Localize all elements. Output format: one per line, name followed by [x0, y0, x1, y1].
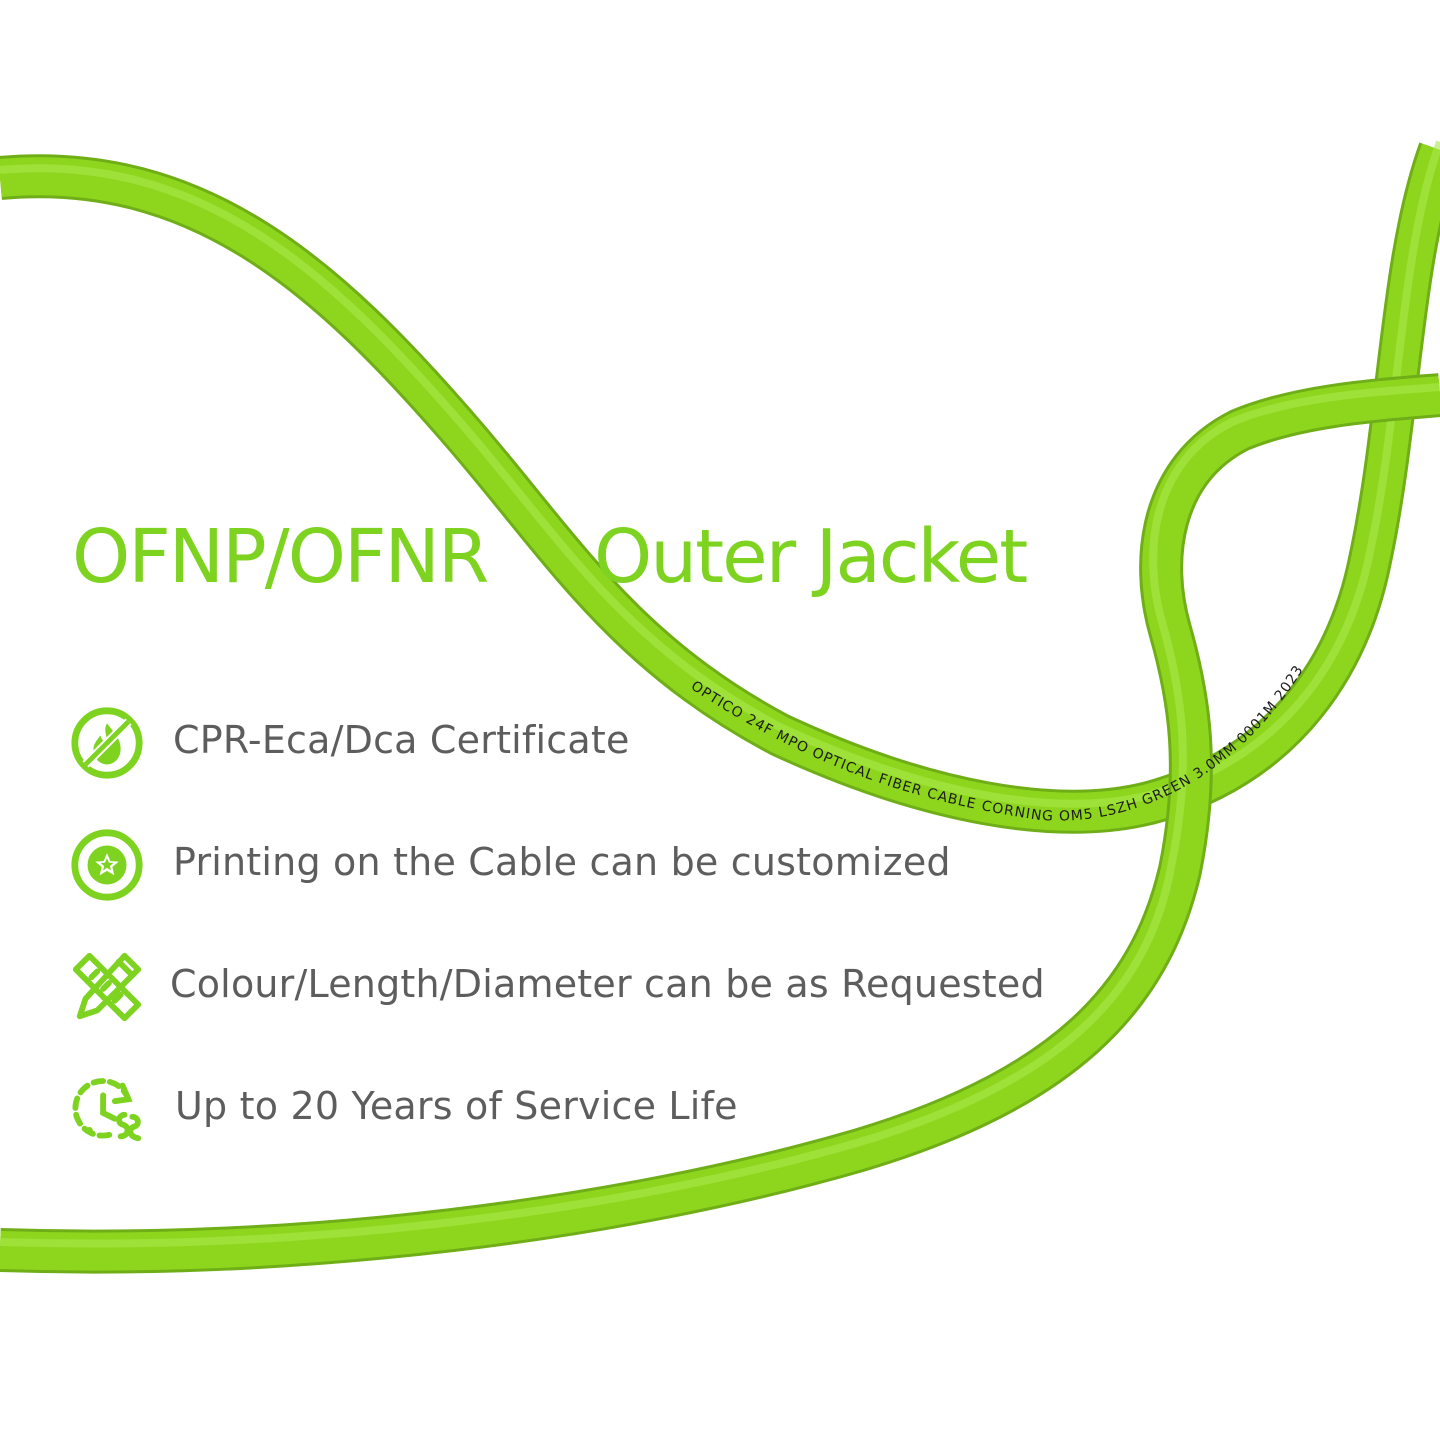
star-badge-icon	[71, 829, 143, 901]
feature-item-customization: Colour/Length/Diameter can be as Request…	[68, 944, 1168, 1066]
clock-cycle-icon	[72, 1078, 142, 1142]
feature-label: Colour/Length/Diameter can be as Request…	[170, 962, 1045, 1006]
title-part-1: OFNP/OFNR	[72, 514, 489, 600]
pencil-ruler-icon	[72, 952, 142, 1022]
feature-label: Printing on the Cable can be customized	[173, 840, 951, 884]
feature-label: Up to 20 Years of Service Life	[175, 1084, 738, 1128]
feature-item-certificate: CPR-Eca/Dca Certificate	[68, 700, 1168, 822]
feature-list: CPR-Eca/Dca Certificate Printing on the …	[68, 700, 1168, 1188]
no-fire-icon	[71, 707, 143, 779]
feature-item-service-life: Up to 20 Years of Service Life	[68, 1066, 1168, 1188]
title-part-2: Outer Jacket	[594, 514, 1028, 600]
feature-item-printing: Printing on the Cable can be customized	[68, 822, 1168, 944]
feature-label: CPR-Eca/Dca Certificate	[173, 718, 630, 762]
